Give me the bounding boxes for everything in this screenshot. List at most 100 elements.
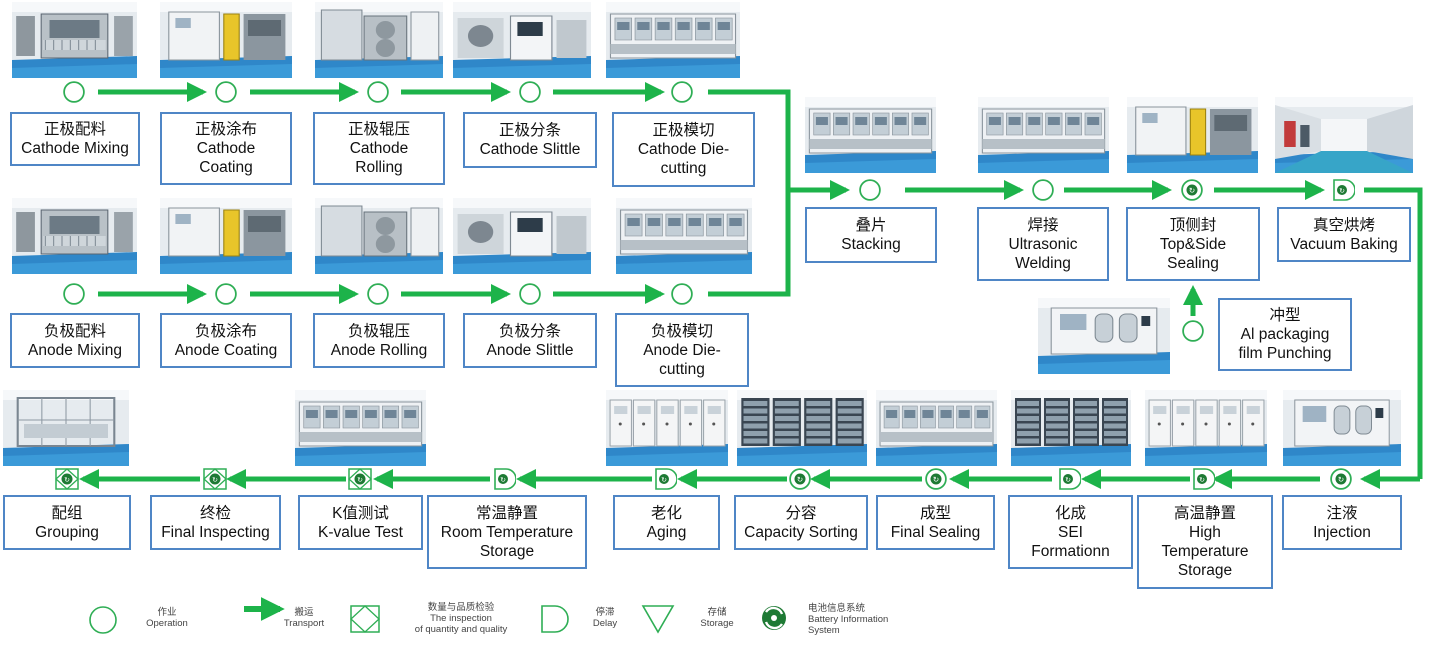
step-high-temperature-storage: 高温静置 High Temperature Storage bbox=[1137, 495, 1273, 589]
photo-image bbox=[12, 2, 137, 78]
equipment-photo bbox=[1275, 97, 1413, 173]
operation-symbol bbox=[671, 283, 693, 305]
operation-symbol bbox=[671, 81, 693, 103]
legend-transport-label: 搬运 Transport bbox=[283, 607, 325, 629]
legend-operation-label: 作业 Operation bbox=[146, 607, 188, 629]
step-capacity-sorting: 分容 Capacity Sorting bbox=[734, 495, 868, 550]
step-room-temperature-storage: 常温静置 Room Temperature Storage bbox=[427, 495, 587, 569]
photo-image bbox=[1038, 298, 1170, 374]
legend-storage-label: 存储 Storage bbox=[700, 607, 734, 629]
photo-image bbox=[1011, 390, 1131, 466]
step-cathode-rolling: 正极辊压 Cathode Rolling bbox=[313, 112, 445, 185]
legend-bis-label: 电池信息系统 Battery Information System bbox=[808, 603, 889, 636]
inspection-symbol bbox=[348, 468, 372, 490]
photo-image bbox=[295, 390, 426, 466]
equipment-photo bbox=[876, 390, 997, 466]
equipment-photo bbox=[3, 390, 129, 466]
equipment-photo bbox=[160, 2, 292, 78]
photo-image bbox=[453, 2, 591, 78]
step-aging: 老化 Aging bbox=[613, 495, 720, 550]
bis-operation-symbol bbox=[925, 468, 947, 490]
step-vacuum-baking: 真空烘烤 Vacuum Baking bbox=[1277, 207, 1411, 262]
equipment-photo bbox=[1145, 390, 1267, 466]
legend-inspection-icon bbox=[350, 605, 380, 633]
photo-image bbox=[1145, 390, 1267, 466]
operation-symbol bbox=[215, 283, 237, 305]
photo-image bbox=[315, 2, 443, 78]
step-anode-coating: 负极涂布 Anode Coating bbox=[160, 313, 292, 368]
step-cathode-mixing: 正极配料 Cathode Mixing bbox=[10, 112, 140, 166]
operation-symbol bbox=[367, 283, 389, 305]
equipment-photo bbox=[453, 2, 591, 78]
delay-symbol bbox=[494, 468, 516, 490]
step-stacking: 叠片 Stacking bbox=[805, 207, 937, 263]
photo-image bbox=[805, 97, 936, 173]
legend-operation-icon bbox=[89, 606, 117, 634]
equipment-photo bbox=[1011, 390, 1131, 466]
photo-image bbox=[160, 198, 292, 274]
photo-image bbox=[3, 390, 129, 466]
photo-image bbox=[160, 2, 292, 78]
operation-symbol bbox=[519, 283, 541, 305]
photo-image bbox=[606, 2, 740, 78]
equipment-photo bbox=[1127, 97, 1258, 173]
equipment-photo bbox=[453, 198, 591, 274]
operation-symbol bbox=[859, 179, 881, 201]
step-cathode-slittle: 正极分条 Cathode Slittle bbox=[463, 112, 597, 168]
operation-symbol bbox=[1182, 320, 1204, 342]
bis-operation-symbol bbox=[1181, 179, 1203, 201]
step-grouping: 配组 Grouping bbox=[3, 495, 131, 550]
delay-symbol bbox=[1193, 468, 1215, 490]
legend-bis-icon bbox=[762, 606, 786, 630]
equipment-photo bbox=[315, 2, 443, 78]
photo-image bbox=[616, 198, 752, 274]
operation-symbol bbox=[367, 81, 389, 103]
step-anode-diecutting: 负极模切 Anode Die- cutting bbox=[615, 313, 749, 387]
step-anode-rolling: 负极辊压 Anode Rolling bbox=[313, 313, 445, 368]
legend-storage-icon bbox=[641, 605, 675, 634]
equipment-photo bbox=[805, 97, 936, 173]
equipment-photo bbox=[1283, 390, 1401, 466]
delay-symbol bbox=[1059, 468, 1081, 490]
equipment-photo bbox=[978, 97, 1109, 173]
step-top-side-sealing: 顶侧封 Top&Side Sealing bbox=[1126, 207, 1260, 281]
bis-operation-symbol bbox=[1330, 468, 1352, 490]
operation-symbol bbox=[215, 81, 237, 103]
step-anode-slittle: 负极分条 Anode Slittle bbox=[463, 313, 597, 368]
step-anode-mixing: 负极配料 Anode Mixing bbox=[10, 313, 140, 368]
equipment-photo bbox=[160, 198, 292, 274]
operation-symbol bbox=[63, 81, 85, 103]
photo-image bbox=[315, 198, 443, 274]
legend-delay-label: 停滞 Delay bbox=[592, 607, 618, 629]
equipment-photo bbox=[295, 390, 426, 466]
photo-image bbox=[453, 198, 591, 274]
delay-symbol bbox=[1333, 179, 1355, 201]
bis-operation-symbol bbox=[789, 468, 811, 490]
step-sei-formation: 化成 SEI Formationn bbox=[1008, 495, 1133, 569]
operation-symbol bbox=[63, 283, 85, 305]
step-cathode-coating: 正极涂布 Cathode Coating bbox=[160, 112, 292, 185]
step-injection: 注液 Injection bbox=[1282, 495, 1402, 550]
operation-symbol bbox=[519, 81, 541, 103]
step-cathode-diecutting: 正极模切 Cathode Die- cutting bbox=[612, 112, 755, 187]
equipment-photo bbox=[12, 2, 137, 78]
step-final-sealing: 成型 Final Sealing bbox=[876, 495, 995, 550]
photo-image bbox=[1127, 97, 1258, 173]
step-kvalue-test: K值测试 K-value Test bbox=[298, 495, 423, 550]
equipment-photo bbox=[315, 198, 443, 274]
legend-delay-icon bbox=[541, 605, 569, 633]
equipment-photo bbox=[1038, 298, 1170, 374]
inspection-symbol bbox=[55, 468, 79, 490]
photo-image bbox=[12, 198, 137, 274]
delay-symbol bbox=[655, 468, 677, 490]
photo-image bbox=[737, 390, 867, 466]
photo-image bbox=[606, 390, 728, 466]
equipment-photo bbox=[12, 198, 137, 274]
inspection-symbol bbox=[203, 468, 227, 490]
photo-image bbox=[876, 390, 997, 466]
step-ultrasonic-welding: 焊接 Ultrasonic Welding bbox=[977, 207, 1109, 281]
operation-symbol bbox=[1032, 179, 1054, 201]
legend-inspection-label: 数量与品质检验 The inspection of quantity and q… bbox=[414, 602, 508, 635]
equipment-photo bbox=[616, 198, 752, 274]
